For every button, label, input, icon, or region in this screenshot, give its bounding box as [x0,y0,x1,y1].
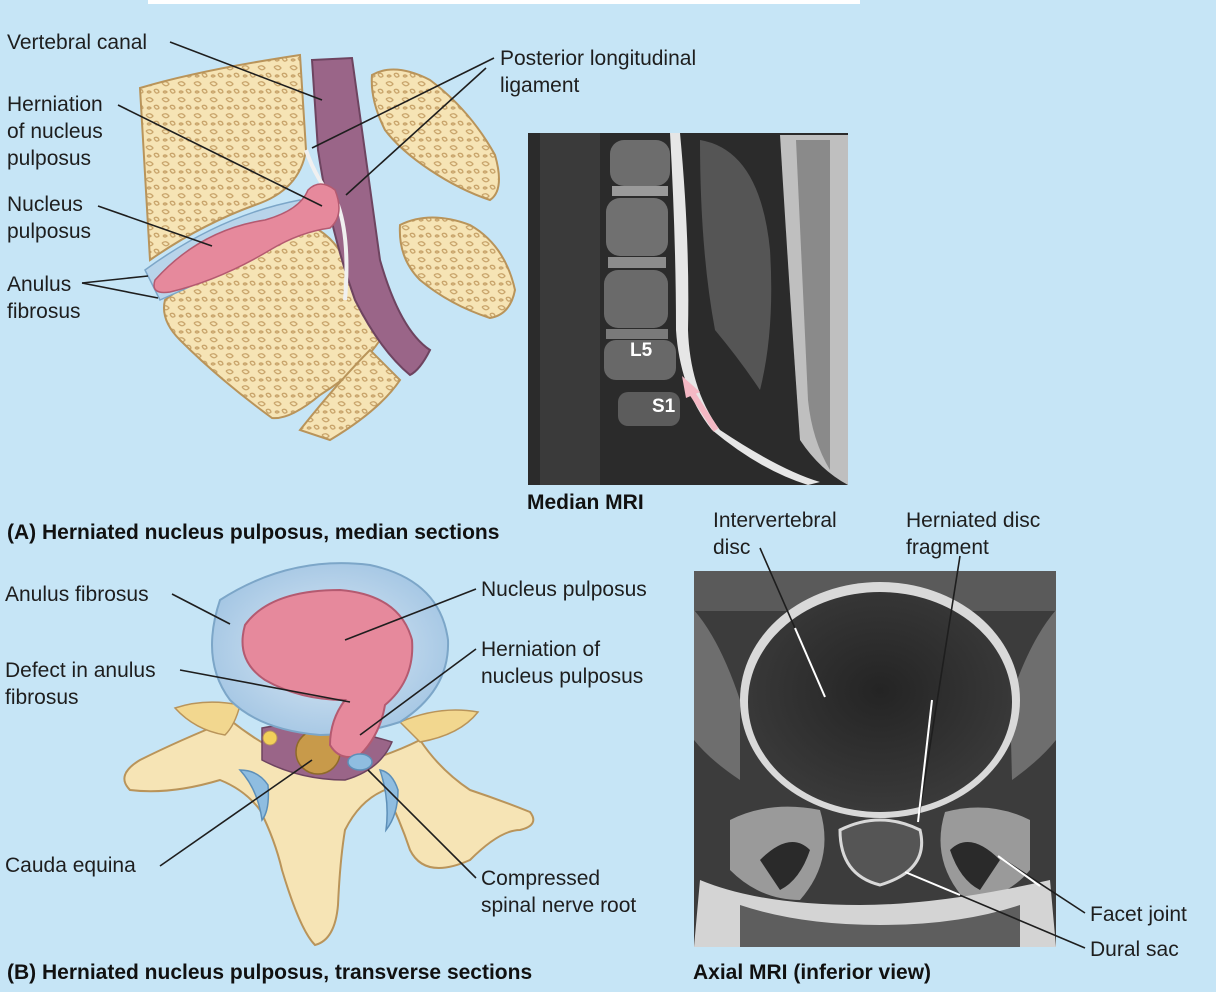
label-vertebral-canal: Vertebral canal [7,31,148,54]
caption-median-mri: Median MRI [527,491,644,514]
caption-axial-mri: Axial MRI (inferior view) [693,961,932,984]
vertebral-canal-shape [310,56,432,377]
vertebral-arch [123,718,535,947]
label-intervertebral-disc: Intervertebral disc [713,509,837,559]
sagittal-drawing [138,53,517,442]
median-mri: L5 S1 [528,133,848,485]
leader-lines [81,41,1086,949]
label-dural-sac: Dural sac [1090,938,1179,961]
mri-s1-label: S1 [652,396,676,417]
label-posterior-ligament: Posterior longitudinal ligament [500,47,697,97]
label-nucleus-pulposus-transverse: Nucleus pulposus [481,578,647,601]
spinous-process-upper [370,68,500,202]
label-cauda-equina: Cauda equina [5,854,136,877]
nucleus-pulposus-sagittal [153,183,340,294]
spinous-process-lower [398,216,517,320]
caption-panel-a: (A) Herniated nucleus pulposus, median s… [7,521,500,544]
label-anulus-fibrosus-transverse: Anulus fibrosus [5,583,149,606]
mri-l5-label: L5 [630,340,653,361]
mri-arrow [687,388,719,432]
label-nucleus-pulposus-sagittal: Nucleus pulposus [7,193,92,243]
axial-mri [694,571,1056,947]
label-herniation-sagittal: Herniation of nucleus pulposus [7,93,103,170]
top-strip [148,0,860,4]
label-disc-fragment: Herniated disc fragment [906,509,1041,559]
sacrum-fragment [298,348,402,442]
label-defect-anulus: Defect in anulus fibrosus [5,659,156,709]
mri-leader-highlights [794,627,1041,896]
transverse-drawing [123,562,535,947]
label-compressed-root: Compressed spinal nerve root [481,867,637,917]
caption-panel-b: (B) Herniated nucleus pulposus, transver… [7,961,533,984]
label-herniation-transverse: Herniation of nucleus pulposus [481,638,644,688]
label-facet-joint: Facet joint [1090,903,1187,926]
label-anulus-fibrosus-sagittal: Anulus fibrosus [7,273,81,323]
